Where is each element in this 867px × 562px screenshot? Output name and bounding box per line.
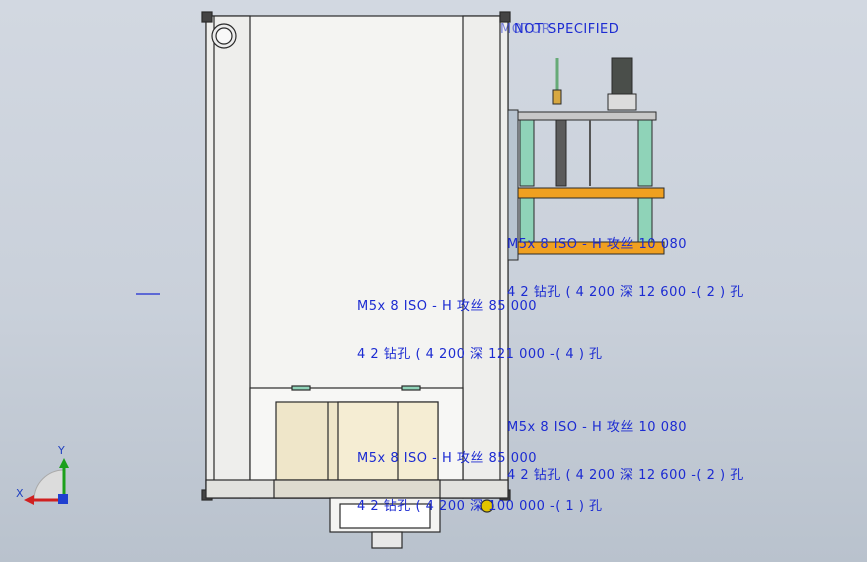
- annotation-2-line1: M5x 8 ISO - H 攻丝 85 000: [357, 299, 538, 314]
- triad-x-label: X: [16, 487, 24, 500]
- side-mechanism: [507, 57, 665, 261]
- main-cabinet: [201, 11, 511, 549]
- annotation-1[interactable]: M5x 8 ISO - H 攻丝 10 080 4 2 钻孔 ( 4 200 深…: [507, 205, 744, 317]
- annotation-3-line2: 4 2 钻孔 ( 4 200 深 12 600 -( 2 ) 孔: [507, 468, 744, 483]
- annotation-3-line1: M5x 8 ISO - H 攻丝 10 080: [507, 420, 688, 435]
- annotation-4[interactable]: M5x 8 ISO - H 攻丝 85 000 4 2 钻孔 ( 4 200 深…: [357, 419, 603, 531]
- annotation-1-line2: 4 2 钻孔 ( 4 200 深 12 600 -( 2 ) 孔: [507, 285, 744, 300]
- view-symbol-text: MOTOR: [500, 22, 552, 37]
- annotation-2-line2: 4 2 钻孔 ( 4 200 深 121 000 -( 4 ) 孔: [357, 347, 603, 362]
- triad-y-label: Y: [57, 444, 65, 457]
- annotation-4-line2: 4 2 钻孔 ( 4 200 深 100 000 -( 1 ) 孔: [357, 499, 603, 514]
- coordinate-triad: Y X: [16, 444, 69, 505]
- annotation-3[interactable]: M5x 8 ISO - H 攻丝 10 080 4 2 钻孔 ( 4 200 深…: [507, 388, 744, 500]
- view-title: NOT SPECIFIED: [514, 22, 620, 37]
- annotation-1-line1: M5x 8 ISO - H 攻丝 10 080: [507, 237, 688, 252]
- annotation-4-line1: M5x 8 ISO - H 攻丝 85 000: [357, 451, 538, 466]
- annotation-2[interactable]: M5x 8 ISO - H 攻丝 85 000 4 2 钻孔 ( 4 200 深…: [357, 267, 603, 379]
